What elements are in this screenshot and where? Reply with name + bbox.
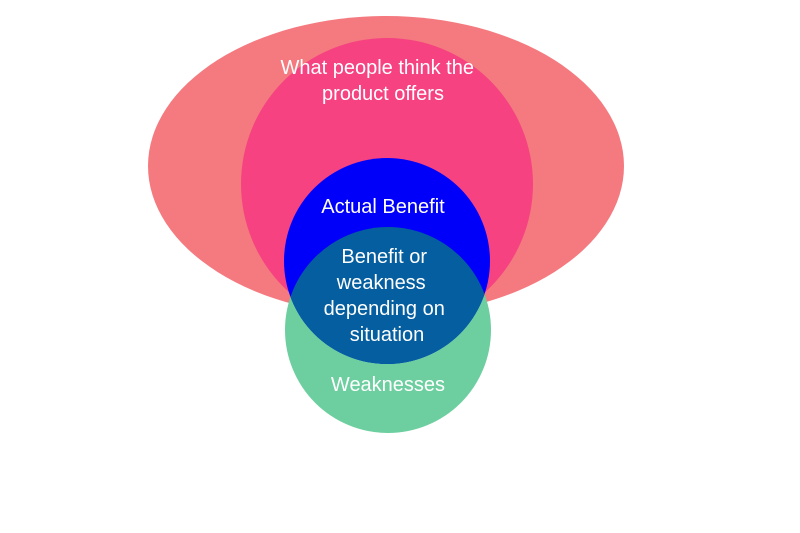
- overlap-label-line: situation: [350, 324, 425, 346]
- overlap-label-line: Benefit or: [341, 246, 427, 268]
- overlap-label: Benefit or weakness depending on situati…: [324, 246, 451, 346]
- actual-benefit-label: Actual Benefit: [321, 196, 445, 218]
- perceived-offer-label-line: product offers: [322, 83, 444, 105]
- actual-benefit-label-line: Actual Benefit: [321, 196, 445, 218]
- perceived-offer-label-line: What people think the: [280, 57, 473, 79]
- overlap-label-line: depending on: [324, 298, 445, 320]
- overlap-region: [285, 227, 490, 364]
- perceived-offer-label: What people think the product offers: [280, 57, 479, 105]
- weaknesses-label: Weaknesses: [331, 374, 445, 396]
- overlap-label-line: weakness: [336, 272, 426, 294]
- weaknesses-label-line: Weaknesses: [331, 374, 445, 396]
